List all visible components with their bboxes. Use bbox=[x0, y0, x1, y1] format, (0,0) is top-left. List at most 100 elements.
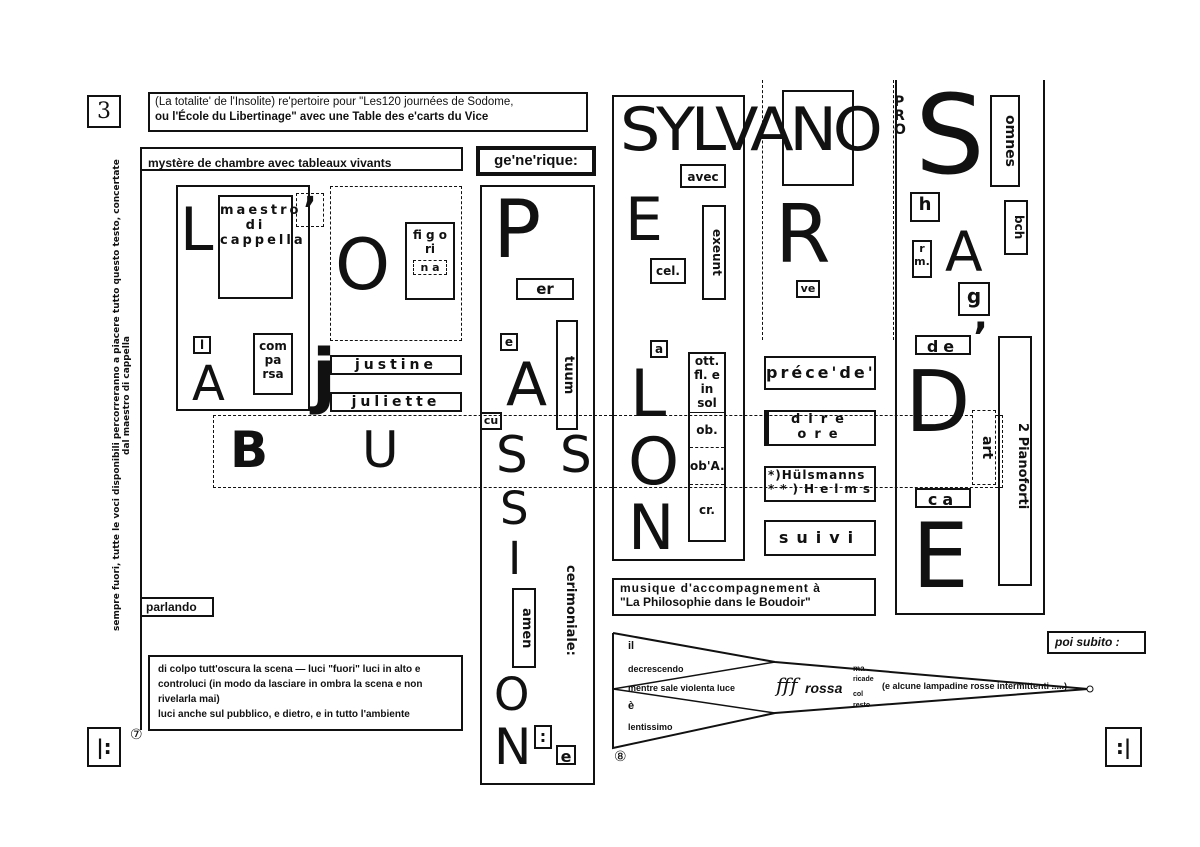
letter-R: R bbox=[775, 188, 831, 281]
juliette-box: juliette bbox=[330, 392, 462, 412]
de-box: de bbox=[915, 335, 971, 356]
lights-line1: di colpo tutt'oscura la scena — luci "fu… bbox=[158, 664, 421, 675]
side-text: sempre fuori, tutte le voci disponibili … bbox=[112, 159, 132, 631]
letter-O2: O bbox=[494, 668, 530, 721]
letter-A2: A bbox=[506, 350, 548, 420]
wedge-end bbox=[1086, 685, 1094, 693]
omnes-box: omnes bbox=[990, 95, 1020, 187]
letter-L2: L bbox=[630, 357, 667, 432]
ott: ott. bbox=[694, 354, 720, 368]
tuum-box: tuum bbox=[556, 320, 578, 430]
lampadine: (e alcune lampadine rosse intermittenti … bbox=[882, 681, 1068, 691]
musique-line2: "La Philosophie dans le Boudoir" bbox=[620, 595, 811, 609]
letter-U: U bbox=[362, 421, 399, 479]
helms: **)Helms bbox=[768, 482, 876, 496]
ma: ma bbox=[853, 664, 865, 673]
ve-box: ve bbox=[796, 280, 820, 298]
letter-D: D bbox=[905, 353, 971, 452]
apostrophe: ’ bbox=[296, 193, 324, 229]
cel-box: cel. bbox=[650, 258, 686, 284]
repeat-end-sign: :| bbox=[1105, 727, 1142, 767]
maestro-box: maestro di cappella bbox=[218, 195, 303, 299]
er-box: er bbox=[516, 278, 574, 300]
letter-P: P bbox=[493, 183, 542, 276]
fl: fl. e in sol bbox=[694, 368, 720, 410]
avec-box: avec bbox=[680, 164, 726, 188]
p-column bbox=[480, 185, 595, 785]
letter-N2: N bbox=[628, 491, 675, 564]
r-top-box bbox=[782, 90, 854, 186]
cerimoniale-text: cerimoniale: bbox=[563, 564, 578, 656]
letter-S5: S bbox=[915, 71, 985, 199]
letter-O: O bbox=[335, 224, 391, 306]
col: col bbox=[853, 691, 864, 698]
title-line2: ou l'École du Libertinage" avec une Tabl… bbox=[155, 111, 489, 123]
frame-line bbox=[140, 170, 142, 730]
fff-dynamic: fff bbox=[776, 673, 798, 697]
a-box: a bbox=[650, 340, 668, 358]
letter-j: j bbox=[312, 334, 336, 416]
mentre: mentre sale violenta luce bbox=[628, 683, 736, 693]
suivi-box: suivi bbox=[764, 520, 876, 556]
rm-box: r m. bbox=[912, 240, 932, 278]
poi-subito-box: poi subito : bbox=[1047, 631, 1146, 654]
dire: dire bbox=[791, 412, 852, 427]
pro-text: PRO bbox=[894, 94, 906, 138]
l-box: l bbox=[193, 336, 211, 354]
musique-box: musique d'accompagnement à"La Philosophi… bbox=[612, 578, 876, 616]
marker-8: ⑧ bbox=[614, 749, 627, 765]
decrescendo: decrescendo bbox=[628, 664, 684, 674]
e-word: è bbox=[628, 700, 635, 712]
title-line1: (La totalite' de l'Insolite) re'pertoire… bbox=[155, 96, 514, 108]
l-frame bbox=[176, 185, 310, 411]
resto: resto bbox=[853, 702, 871, 709]
amen-box: amen bbox=[512, 588, 536, 668]
bch-box: bch bbox=[1004, 200, 1028, 255]
lights-line2: controluci (in modo da lasciare in ombra… bbox=[158, 679, 423, 705]
na-box: n a bbox=[413, 260, 447, 275]
sade-column bbox=[895, 80, 1045, 615]
g-box: g bbox=[958, 282, 990, 316]
obA: ob'A. bbox=[690, 448, 725, 485]
letter-E: E bbox=[625, 185, 663, 255]
ca-box: ca bbox=[915, 488, 971, 509]
letter-O3: O bbox=[628, 425, 680, 500]
hulsmanns: *)Hülsmanns bbox=[768, 468, 866, 482]
letter-I: I bbox=[508, 532, 522, 585]
musique-line1: musique d'accompagnement à bbox=[620, 581, 821, 595]
letter-B: B bbox=[230, 421, 269, 479]
pianoforti-box: 2 Pianoforti bbox=[998, 336, 1032, 586]
lights-line3: luci anche sul pubblico, e dietro, e in … bbox=[158, 709, 410, 720]
instruments-box: ott.fl. e in sol ob. ob'A. cr. bbox=[688, 352, 726, 542]
repeat-start-sign: |: bbox=[87, 727, 121, 767]
title-box: (La totalite' de l'Insolite) re'pertoire… bbox=[148, 92, 588, 132]
letter-A: A bbox=[192, 356, 225, 412]
ricade: ricade bbox=[853, 676, 874, 683]
rossa: rossa bbox=[805, 680, 843, 696]
performers-box: *)Hülsmanns**)Helms bbox=[764, 466, 876, 502]
letter-S3: S bbox=[500, 482, 529, 535]
art-box: art bbox=[972, 410, 996, 485]
wedge-inner-bottom bbox=[612, 688, 776, 714]
apostrophe2: ’ bbox=[973, 315, 989, 361]
mystere-box: mystère de chambre avec tableaux vivants bbox=[140, 147, 463, 171]
exeunt-box: exeunt bbox=[702, 205, 726, 300]
letter-S2: S bbox=[560, 426, 592, 484]
h-box: h bbox=[910, 192, 940, 222]
sylvano-text: SYLVANO bbox=[620, 95, 883, 165]
letter-S1: S bbox=[496, 426, 528, 484]
ob: ob. bbox=[690, 413, 724, 448]
precede-box: préce'de' bbox=[764, 356, 876, 390]
parlando-box: parlando bbox=[140, 597, 214, 617]
cu-box: cu bbox=[480, 412, 502, 430]
letter-E3: E bbox=[912, 504, 969, 609]
marker-7: ⑦ bbox=[130, 727, 143, 743]
ore: ore bbox=[797, 427, 846, 442]
decrescendo-wedge bbox=[612, 632, 1094, 750]
letter-A3: A bbox=[945, 220, 983, 284]
wedge-outline bbox=[612, 632, 1089, 750]
figorina-text: fi g o ri bbox=[412, 228, 448, 256]
lentissimo: lentissimo bbox=[628, 722, 673, 732]
page-number: 3 bbox=[87, 95, 121, 128]
figorina-box: fi g o ri n a bbox=[405, 222, 455, 300]
